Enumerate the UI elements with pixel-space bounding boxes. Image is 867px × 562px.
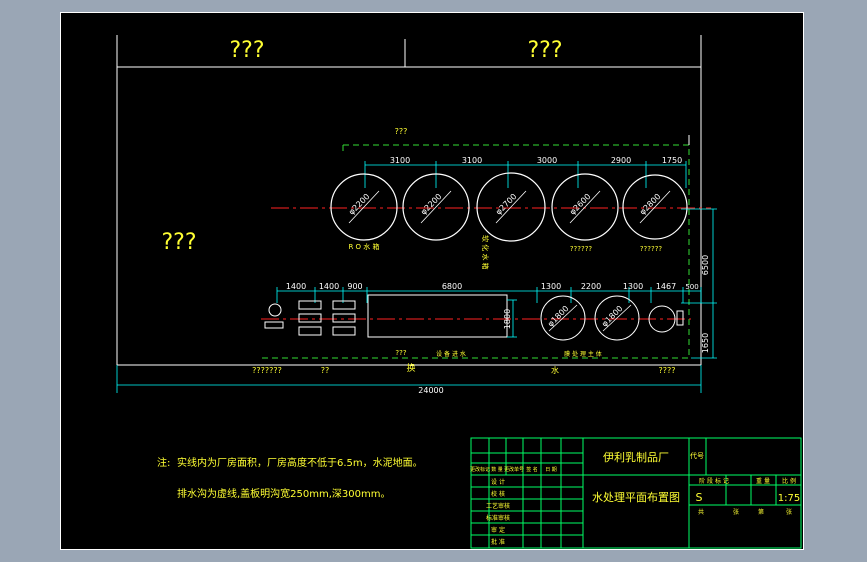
lower-tank-3 [648, 305, 676, 333]
dim-low-9: 500 [685, 283, 698, 291]
filter-unit-2 [332, 300, 356, 310]
dim-low-2: 1400 [319, 282, 339, 291]
channel-label-1: ??? [395, 349, 406, 357]
main-equipment-block [367, 294, 508, 338]
left-header-5: 日 期 [545, 467, 557, 473]
left-header-4: 签 名 [526, 466, 538, 473]
dim-top-4: 2900 [611, 156, 631, 165]
scale-value: 1:75 [778, 493, 800, 504]
bottom-label-4: ???? [659, 366, 676, 375]
tank-ro [330, 173, 398, 241]
row-process: 工艺审核 [486, 502, 510, 510]
upper-dash-label: ??? [395, 127, 408, 136]
tank-3-diameter: φ2700 [494, 192, 518, 216]
tank-label-4: ?????? [570, 245, 593, 253]
zone-label-top-right: ??? [527, 38, 562, 63]
dim-low-6: 2200 [581, 282, 601, 291]
dim-top-5: 1750 [662, 156, 682, 165]
drawing-title: 水处理平面布置图 [592, 491, 680, 504]
footer-sheet: 张 [786, 508, 792, 516]
filter-unit-1 [298, 300, 322, 310]
tank-softened [402, 173, 470, 241]
total-length-dim: 24000 [418, 386, 443, 395]
pump-symbol [268, 303, 282, 317]
stage-mark: S [696, 491, 703, 504]
dim-low-4: 6800 [442, 282, 462, 291]
tank-4-diameter: φ2600 [568, 192, 592, 216]
header-stage: 阶 段 标 记 [699, 477, 729, 485]
arrow-label: 换 [406, 362, 415, 374]
bottom-label-1: ??????? [252, 366, 282, 375]
dim-top-1: 3100 [390, 156, 410, 165]
dim-low-7: 1300 [623, 282, 643, 291]
tank-4 [551, 173, 619, 241]
dim-right-upper: 6500 [701, 255, 710, 275]
tank-1-diameter: φ2200 [347, 192, 371, 216]
bottom-label-3: 水 [551, 365, 559, 375]
zone-label-top-left: ??? [229, 38, 264, 63]
equipment-height-dim: 1800 [503, 309, 512, 329]
row-approve: 审 定 [491, 526, 505, 534]
left-header-1: 更改标记 [470, 466, 490, 473]
tank-5 [622, 174, 688, 240]
zone-label-left: ??? [161, 230, 196, 255]
tank-label-softened: 软 化 水 箱 [481, 235, 490, 270]
tank-label-5: ?????? [640, 245, 663, 253]
lower-tank-1-diameter: φ1800 [546, 304, 570, 328]
channel-label-3: 膜 处 理 主 体 [564, 350, 602, 358]
company-name: 伊利乳制品厂 [603, 451, 669, 464]
bottom-label-2: ?? [321, 366, 330, 375]
dim-top-2: 3100 [462, 156, 482, 165]
tank-3 [476, 172, 546, 242]
footer-sheets: 张 [733, 508, 739, 516]
notes-prefix: 注: [157, 458, 171, 469]
dim-low-1: 1400 [286, 282, 306, 291]
cad-drawing: ??? ??? ??? ??? 3100 3100 3000 2900 1750 [116, 35, 802, 549]
notes-line-2: 排水沟为虚线,盖板明沟宽250mm,深300mm。 [177, 489, 391, 500]
dim-low-5: 1300 [541, 282, 561, 291]
tank-5-diameter: φ2800 [638, 192, 662, 216]
lower-tank-1 [540, 295, 586, 341]
channel-label-2: 设 备 进 水 [436, 350, 466, 358]
row-design: 设 计 [491, 478, 505, 486]
drain-channel-dashed [261, 144, 690, 359]
left-header-3: 更改单号 [504, 466, 524, 473]
lower-tank-2 [594, 295, 640, 341]
footer-total: 共 [698, 508, 704, 516]
pump-base [264, 321, 284, 329]
lower-valve [676, 310, 684, 326]
header-scale: 比 例 [782, 477, 796, 485]
row-check: 校 核 [491, 490, 505, 498]
dim-top-3: 3000 [537, 156, 557, 165]
dim-right-lower: 1650 [701, 333, 710, 353]
row-standard: 标准审核 [486, 514, 510, 522]
code-label: 代号 [690, 451, 704, 460]
tank-label-ro: R O 水 箱 [348, 242, 379, 251]
dim-low-3: 900 [347, 282, 362, 291]
dim-low-8: 1467 [656, 282, 676, 291]
left-header-2: 数 量 [491, 466, 503, 473]
lower-tank-2-diameter: φ1800 [600, 304, 624, 328]
tank-2-diameter: φ2200 [419, 192, 443, 216]
header-weight: 重 量 [756, 477, 770, 485]
row-authorize: 批 准 [491, 538, 505, 546]
title-block-frame [470, 437, 802, 549]
notes-line-1: 实线内为厂房面积，厂房高度不低于6.5m，水泥地面。 [177, 458, 423, 469]
footer-no: 第 [758, 508, 764, 516]
drawing-sheet: ??? ??? ??? ??? 3100 3100 3000 2900 1750 [60, 12, 804, 550]
